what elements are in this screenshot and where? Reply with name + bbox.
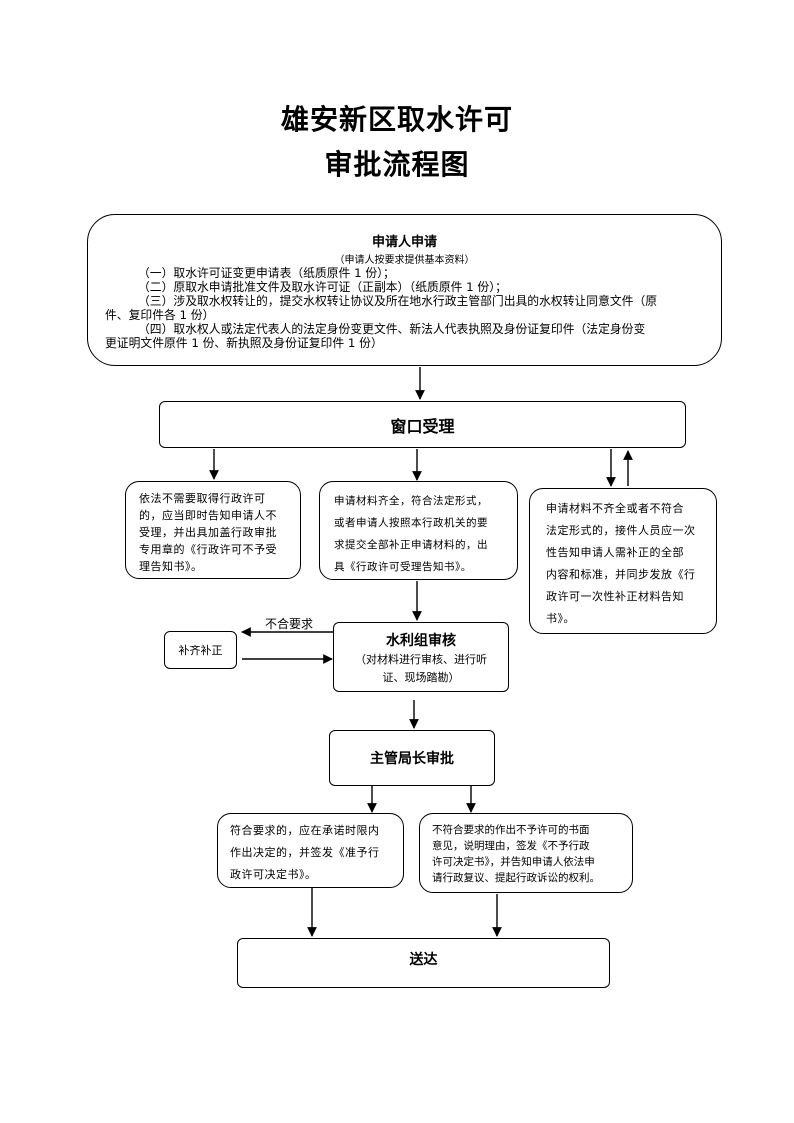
branch-left-line: 依法不需要取得行政许可: [139, 492, 266, 505]
branch-left-line: 专用章的《行政许可不予受: [139, 543, 277, 556]
branch-right-line: 法定形式的，接件人员应一次: [546, 524, 696, 537]
approve-line: 作出决定的，并签发《准予行: [230, 846, 380, 859]
branch-mid-line: 求提交全部补正申请材料的，出: [334, 539, 488, 551]
apply-line: 件、复印件各 1 份）: [105, 308, 215, 322]
review-heading: 水利组审核: [386, 633, 456, 649]
branch-right-line: 政许可一次性补正材料告知: [546, 590, 684, 603]
review-line: 证、现场踏勘）: [382, 671, 460, 684]
apply-requirements: （一）取水许可证变更申请表（纸质原件 1 份）； （二）原取水申请批准文件及取水…: [105, 266, 657, 350]
reject-line: 意见，说明理由，签发《不予行政: [432, 840, 590, 852]
branch-right-line: 书》。: [546, 612, 575, 625]
branch-mid-line: 具《行政许可受理告知书》。: [334, 561, 472, 573]
branch-right-line: 性告知申请人需补正的全部: [546, 546, 684, 559]
approve-box: 符合要求的，应在承诺时限内 作出决定的，并签发《准予行 政许可决定书》。: [217, 813, 404, 888]
page-subtitle: 审批流程图: [324, 148, 470, 181]
apply-heading: 申请人申请: [371, 235, 437, 250]
reject-line: 许可决定书》，并告知申请人依法申: [432, 856, 595, 868]
review-box: 水利组审核 （对材料进行审核、进行听 证、现场踏勘）: [333, 622, 509, 692]
approve-line: 符合要求的，应在承诺时限内: [230, 824, 380, 837]
reject-box: 不符合要求的作出不予许可的书面 意见，说明理由，签发《不予行政 许可决定书》，并…: [419, 813, 633, 893]
apply-line: （三）涉及取水权转让的，提交水权转让协议及所在地水行政主管部门出具的水权转让同意…: [138, 294, 658, 308]
page-title: 雄安新区取水许可: [280, 103, 513, 136]
apply-line: 更证明文件原件 1 份、新执照及身份证复印件 1 份）: [105, 336, 383, 350]
apply-box: 申请人申请 （申请人按要求提供基本资料） （一）取水许可证变更申请表（纸质原件 …: [87, 214, 722, 366]
window-accept-box: 窗口受理: [159, 401, 686, 448]
approve-line: 政许可决定书》。: [230, 868, 317, 881]
not-meet-label: 不合要求: [265, 617, 314, 631]
branch-right-box: 申请材料不齐全或者不符合 法定形式的，接件人员应一次 性告知申请人需补正的全部 …: [529, 488, 717, 634]
supplement-box: 补齐补正: [164, 631, 237, 669]
branch-mid-line: 或者申请人按照本行政机关的要: [334, 517, 488, 529]
branch-left-line: 的，应当即时告知申请人不: [139, 509, 277, 522]
branch-left-line: 受理，并出具加盖行政审批: [139, 526, 277, 539]
branch-left-box: 依法不需要取得行政许可 的，应当即时告知申请人不 受理，并出具加盖行政审批 专用…: [125, 481, 301, 579]
branch-mid-line: 申请材料齐全，符合法定形式，: [334, 495, 488, 507]
reject-line: 不符合要求的作出不予许可的书面: [432, 824, 590, 836]
branch-right-line: 内容和标准，并同步发放《行: [546, 568, 696, 581]
review-line: （对材料进行审核、进行听: [355, 653, 487, 666]
branch-left-line: 理告知书》。: [139, 560, 203, 573]
director-approve-box: 主管局长审批: [329, 730, 495, 786]
reject-line: 请行政复议、提起行政诉讼的权利。: [432, 872, 600, 884]
apply-line: （一）取水许可证变更申请表（纸质原件 1 份）；: [138, 266, 395, 280]
apply-line: （四）取水权人或法定代表人的法定身份变更文件、新法人代表执照及身份证复印件（法定…: [138, 322, 646, 336]
review-detail: （对材料进行审核、进行听 证、现场踏勘）: [334, 651, 508, 687]
apply-subheading: （申请人按要求提供基本资料）: [334, 255, 475, 266]
deliver-box: 送达: [237, 938, 610, 988]
branch-right-line: 申请材料不齐全或者不符合: [546, 502, 684, 515]
branch-mid-box: 申请材料齐全，符合法定形式， 或者申请人按照本行政机关的要 求提交全部补正申请材…: [319, 481, 518, 580]
apply-line: （二）原取水申请批准文件及取水许可证（正副本）（纸质原件 1 份）；: [138, 280, 507, 294]
